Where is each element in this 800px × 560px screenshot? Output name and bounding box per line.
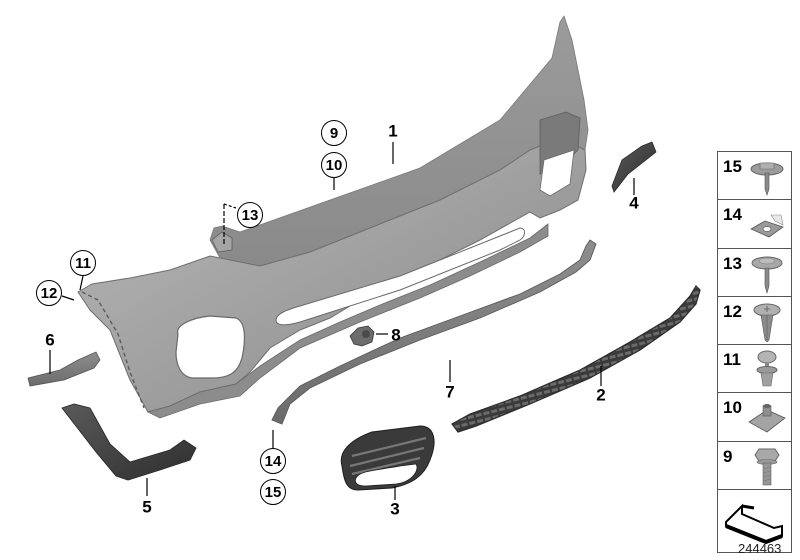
expanding-rivet-icon <box>753 303 781 342</box>
part-6-trim-strip <box>27 351 101 387</box>
leader-lines <box>49 142 635 500</box>
legend-item-direction <box>718 490 791 552</box>
fastener-legend: 15 14 13 12 11 <box>717 151 792 554</box>
legend-item-11[interactable]: 11 <box>718 345 791 394</box>
part-5-corner-cover <box>61 403 197 481</box>
callout-15[interactable]: 15 <box>260 479 286 505</box>
part-7-lower-trim <box>271 239 597 425</box>
legend-item-12[interactable]: 12 <box>718 297 791 346</box>
callout-11[interactable]: 11 <box>70 250 96 276</box>
callout-7[interactable]: 7 <box>445 382 455 402</box>
washer-head-screw-icon <box>751 256 783 294</box>
legend-number: 14 <box>723 205 742 225</box>
legend-item-15[interactable]: 15 <box>718 152 791 201</box>
callout-5[interactable]: 5 <box>142 497 152 517</box>
spring-nut-icon <box>748 404 786 433</box>
part-3-fog-grille <box>340 425 435 491</box>
screw-with-grommet-icon <box>756 350 778 387</box>
legend-number: 12 <box>723 301 742 321</box>
direction-arrow-icon <box>725 503 783 545</box>
callout-6[interactable]: 6 <box>45 330 55 350</box>
part-8-sensor-holder <box>349 325 375 347</box>
callout-8[interactable]: 8 <box>391 325 401 345</box>
legend-number: 15 <box>723 157 742 176</box>
legend-item-10[interactable]: 10 <box>718 393 791 442</box>
legend-item-13[interactable]: 13 <box>718 249 791 297</box>
part-4-bracket <box>611 141 657 193</box>
legend-number: 9 <box>723 446 733 466</box>
flange-screw-icon <box>750 162 784 196</box>
callout-4[interactable]: 4 <box>629 193 639 213</box>
callout-2[interactable]: 2 <box>596 385 606 405</box>
legend-number: 11 <box>723 350 741 370</box>
hex-bolt-icon <box>754 448 780 486</box>
callout-1[interactable]: 1 <box>388 121 398 141</box>
legend-number: 10 <box>723 398 742 418</box>
legend-item-14[interactable]: 14 <box>718 200 791 249</box>
legend-number: 13 <box>723 253 742 273</box>
callout-14[interactable]: 14 <box>260 448 286 474</box>
callout-13[interactable]: 13 <box>237 202 263 228</box>
callout-3[interactable]: 3 <box>390 499 400 519</box>
part-1-bumper-panel <box>77 15 589 419</box>
callout-12[interactable]: 12 <box>36 280 62 306</box>
callout-9[interactable]: 9 <box>321 120 347 146</box>
clip-nut-icon <box>750 214 784 238</box>
callout-10[interactable]: 10 <box>321 152 347 178</box>
diagram-id: 244463 <box>738 541 782 556</box>
part-2-grille-strip <box>451 285 701 433</box>
legend-item-9[interactable]: 9 <box>718 442 791 491</box>
